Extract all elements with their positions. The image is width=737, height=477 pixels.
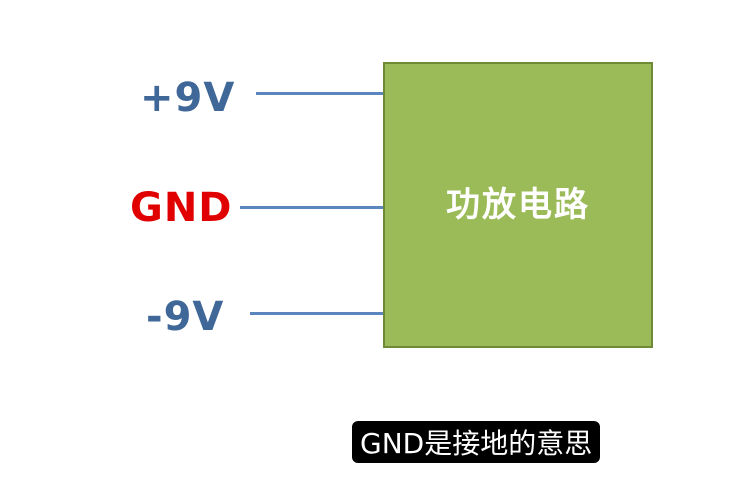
wire-gnd [240,206,383,209]
wire-positive-9v [256,92,383,95]
subtitle-caption: GND是接地的意思 [352,421,601,463]
amplifier-circuit-label: 功放电路 [446,184,590,225]
amplifier-circuit-block: 功放电路 [383,62,653,348]
pin-label-gnd: GND [130,185,233,231]
pin-label-positive-9v: +9V [140,75,236,121]
pin-label-negative-9v: -9V [146,294,225,340]
subtitle-caption-text: GND是接地的意思 [360,427,593,460]
wire-negative-9v [250,312,383,315]
